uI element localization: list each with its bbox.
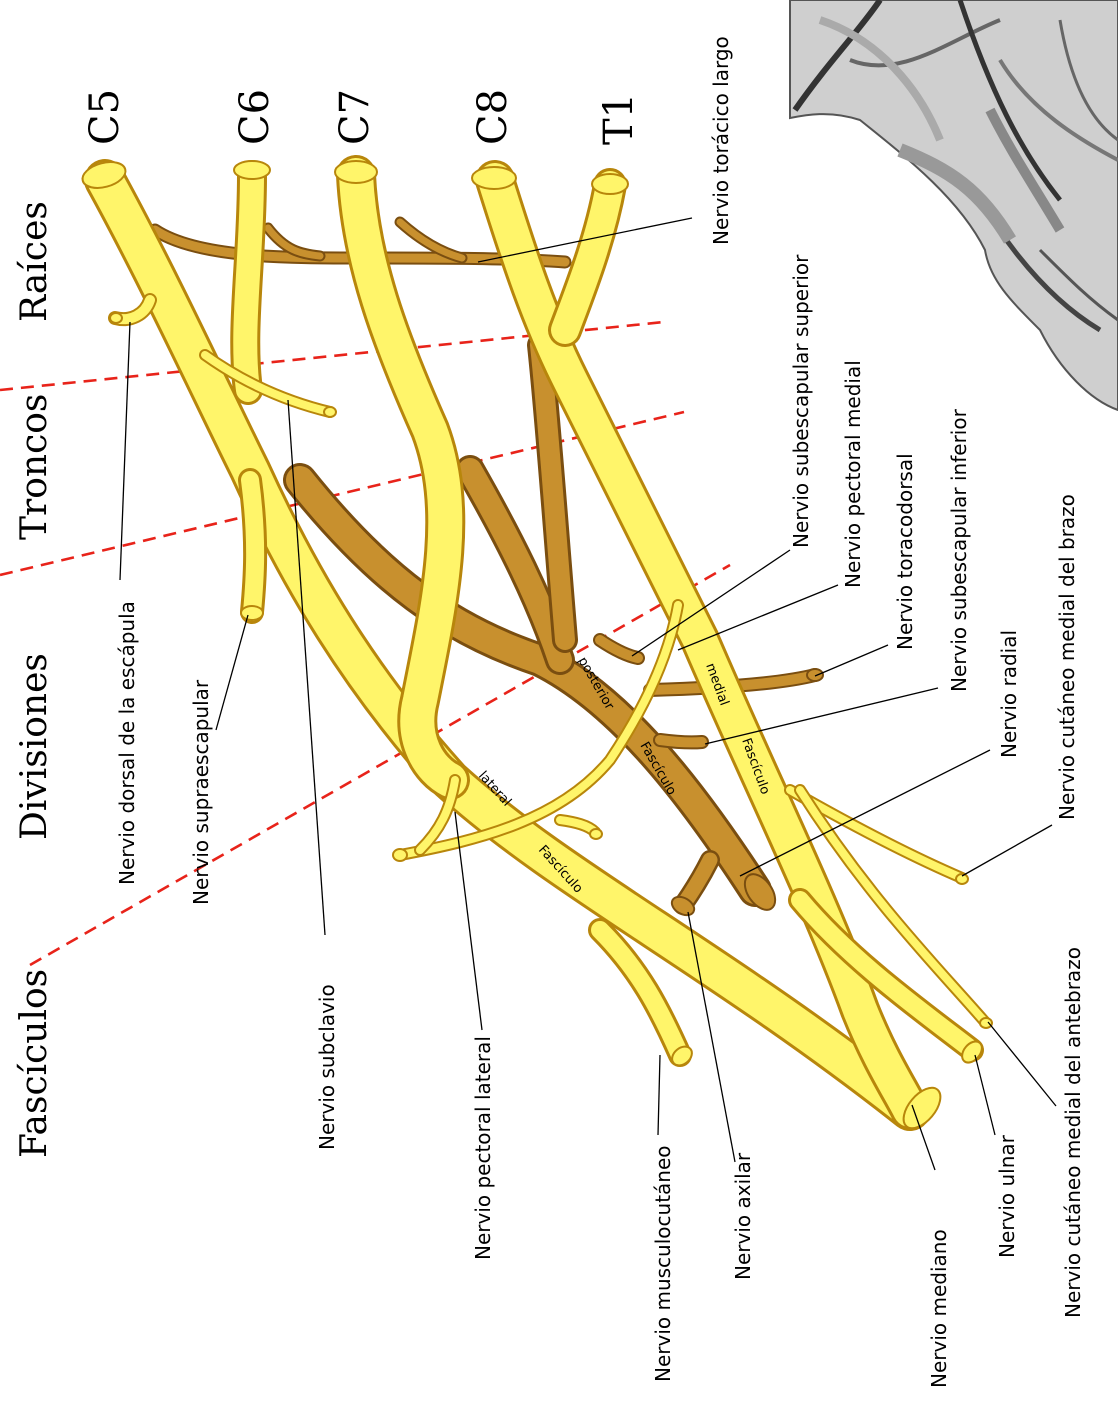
label-supraescapular: Nervio supraescapular [189, 679, 213, 905]
zone-divisiones: Divisiones [14, 653, 55, 840]
anatomy-illustration [790, 0, 1118, 410]
posterior-cord [300, 345, 823, 919]
root-t1: T1 [596, 93, 642, 145]
label-cutaneo-medial-antebrazo: Nervio cutáneo medial del antebrazo [1061, 947, 1085, 1318]
label-subescapular-superior: Nervio subescapular superior [789, 254, 813, 548]
root-c7: C7 [332, 89, 378, 145]
label-musculocutaneo: Nervio musculocutáneo [651, 1145, 675, 1382]
label-subclavio: Nervio subclavio [315, 984, 339, 1150]
label-radial: Nervio radial [997, 630, 1021, 758]
label-mediano: Nervio mediano [927, 1229, 951, 1388]
zone-labels: Raíces Troncos Divisiones Fascículos [14, 201, 55, 1158]
root-c6: C6 [232, 89, 278, 145]
label-cutaneo-medial-brazo: Nervio cutáneo medial del brazo [1055, 494, 1079, 820]
label-subescapular-inferior: Nervio subescapular inferior [947, 408, 971, 692]
zone-raices: Raíces [14, 201, 55, 322]
root-c8: C8 [470, 89, 516, 145]
zone-fasciculos: Fascículos [14, 969, 55, 1158]
label-toracico-largo: Nervio torácico largo [709, 36, 733, 245]
root-c5: C5 [82, 89, 128, 145]
label-toracodorsal: Nervio toracodorsal [893, 453, 917, 650]
label-dorsal-escapula: Nervio dorsal de la escápula [115, 601, 139, 885]
label-pectoral-lateral: Nervio pectoral lateral [471, 1036, 495, 1260]
label-axilar: Nervio axilar [731, 1152, 755, 1280]
zone-troncos: Troncos [14, 394, 55, 540]
label-pectoral-medial: Nervio pectoral medial [841, 360, 865, 588]
label-ulnar: Nervio ulnar [995, 1134, 1019, 1258]
root-labels: C5 C6 C7 C8 T1 [82, 89, 642, 145]
